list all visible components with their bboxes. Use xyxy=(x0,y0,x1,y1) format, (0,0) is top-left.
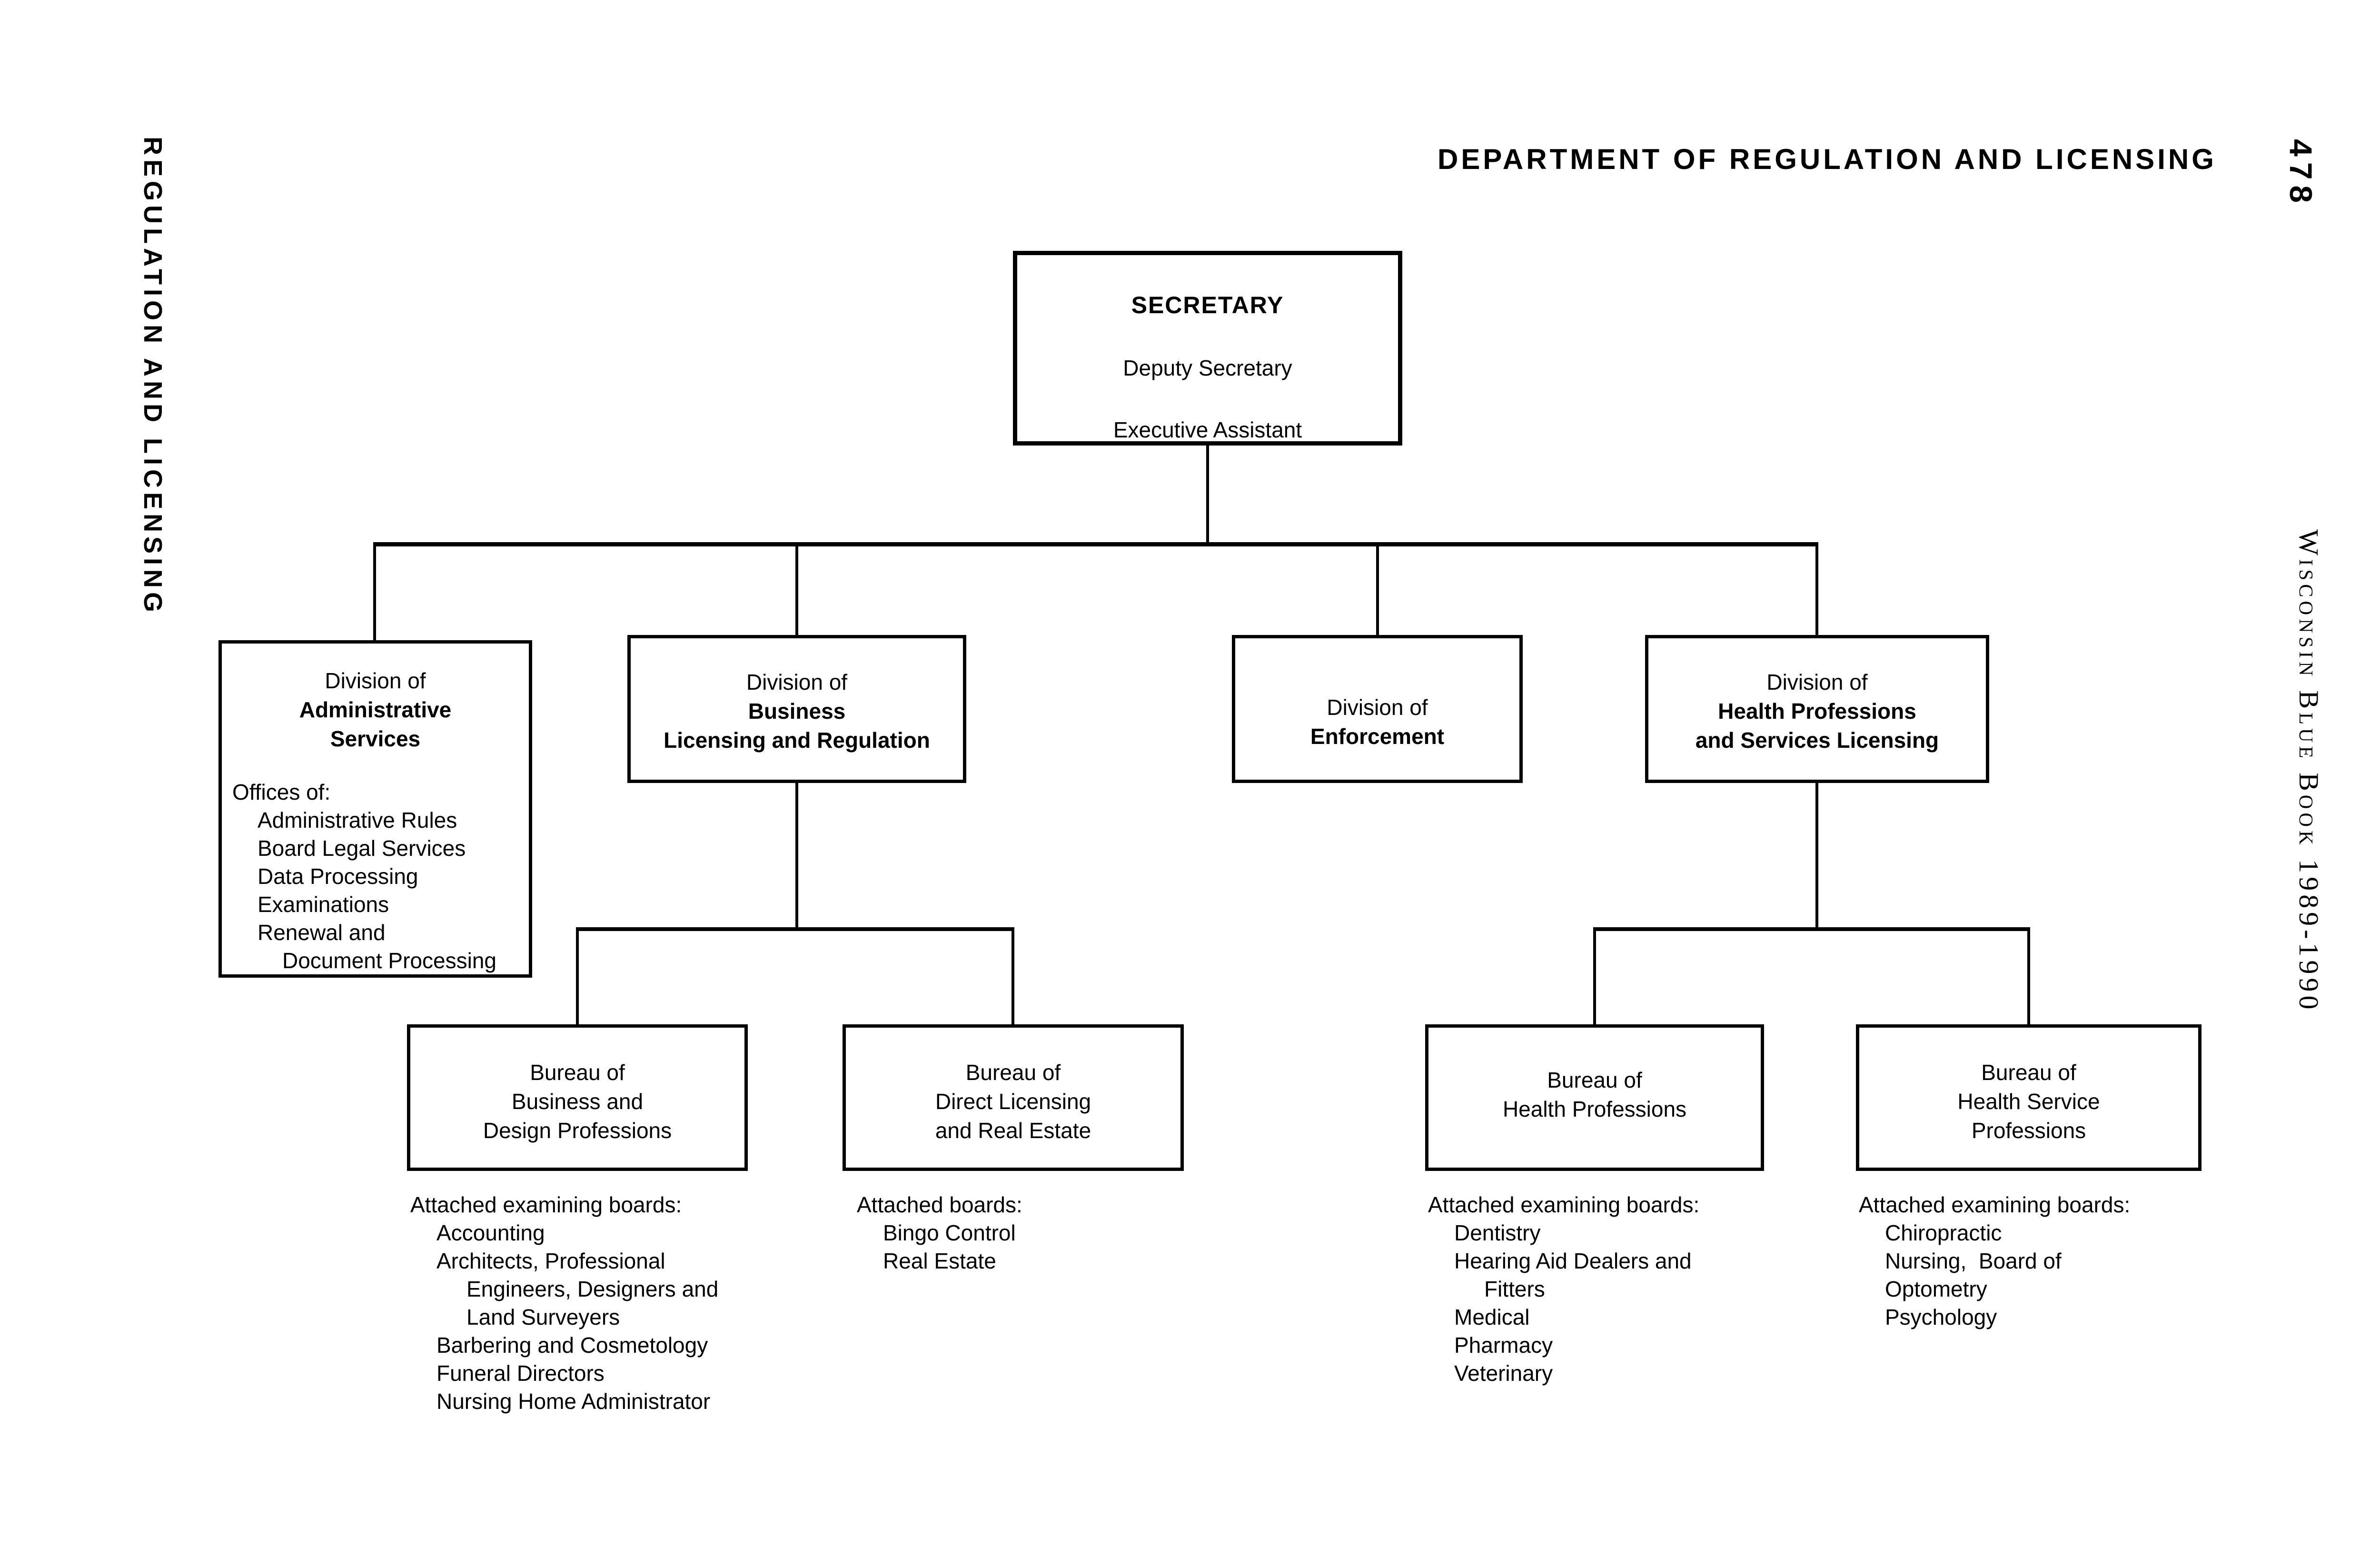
office-item: Board Legal Services xyxy=(258,836,466,861)
attached-board-item: Barbering and Cosmetology xyxy=(436,1333,708,1358)
attached-board-item: Land Surveyers xyxy=(466,1305,620,1329)
bureau-name-line: Professions xyxy=(1971,1118,2086,1143)
secretary-box: SECRETARY Deputy Secretary Executive Ass… xyxy=(1013,251,1402,446)
connector-top-horizontal xyxy=(373,542,1818,546)
attached-board-item: Psychology xyxy=(1885,1305,1997,1329)
connector-drop-enforcement xyxy=(1376,542,1379,635)
bureau-box-direct-licensing: Bureau of Direct Licensing and Real Esta… xyxy=(843,1024,1184,1171)
attached-list-business-design: Attached examining boards: Accounting Ar… xyxy=(410,1191,718,1416)
connector-business-stem xyxy=(795,783,798,931)
division-name-line: Licensing and Regulation xyxy=(664,728,930,753)
bureau-name-line: Bureau of xyxy=(1547,1068,1642,1092)
deputy-secretary-label: Deputy Secretary xyxy=(1123,356,1292,380)
bureau-name-line: Bureau of xyxy=(1981,1060,2076,1085)
bureau-box-health-service: Bureau of Health Service Professions xyxy=(1856,1024,2202,1171)
attached-board-item: Funeral Directors xyxy=(436,1361,605,1386)
bureau-box-business-design: Bureau of Business and Design Profession… xyxy=(407,1024,748,1171)
page-number: 478 xyxy=(2283,139,2319,209)
left-margin-label: REGULATION AND LICENSING xyxy=(139,137,167,616)
connector-health-stem xyxy=(1815,783,1818,931)
connector-drop-bureau-health-professions xyxy=(1593,927,1596,1024)
division-box-administrative-services: Division of Administrative Services Offi… xyxy=(218,640,532,978)
office-item: Renewal and xyxy=(258,920,386,945)
connector-drop-administrative xyxy=(373,542,376,640)
attached-board-item: Pharmacy xyxy=(1454,1333,1553,1358)
connector-business-horizontal xyxy=(576,927,1014,931)
executive-assistant-label: Executive Assistant xyxy=(1113,417,1302,442)
attached-list-label: Attached boards: xyxy=(857,1192,1022,1217)
attached-list-label: Attached examining boards: xyxy=(410,1192,682,1217)
division-prefix: Division of xyxy=(1327,695,1428,720)
office-item: Document Processing xyxy=(282,948,496,973)
right-margin-label: Wisconsin Blue Book 1989-1990 xyxy=(2293,529,2324,1013)
attached-board-item: Dentistry xyxy=(1454,1220,1541,1245)
attached-board-item: Engineers, Designers and xyxy=(466,1277,719,1301)
connector-health-horizontal xyxy=(1593,927,2030,931)
division-name-line: Health Professions xyxy=(1718,699,1916,723)
attached-list-health-professions: Attached examining boards: Dentistry Hea… xyxy=(1428,1191,1699,1387)
office-item: Data Processing xyxy=(258,864,418,889)
bureau-name-line: Bureau of xyxy=(965,1060,1061,1085)
bureau-name-line: Bureau of xyxy=(530,1060,625,1085)
division-name-line: Enforcement xyxy=(1310,724,1445,749)
connector-secretary-stem xyxy=(1206,446,1209,546)
bureau-name-line: Health Professions xyxy=(1502,1097,1687,1121)
attached-board-item: Optometry xyxy=(1885,1277,1987,1301)
secretary-title: SECRETARY xyxy=(1131,292,1284,318)
division-name-line: Services xyxy=(330,726,421,751)
bureau-name-line: Design Professions xyxy=(483,1118,672,1143)
connector-drop-business xyxy=(795,542,798,635)
bureau-name-line: and Real Estate xyxy=(935,1118,1091,1143)
attached-board-item: Fitters xyxy=(1484,1277,1545,1301)
offices-label: Offices of: xyxy=(232,780,331,804)
attached-board-item: Nursing Home Administrator xyxy=(436,1389,711,1414)
division-prefix: Division of xyxy=(746,670,848,694)
division-name-line: Administrative xyxy=(299,697,452,722)
attached-board-item: Chiropractic xyxy=(1885,1220,2002,1245)
bureau-name-line: Direct Licensing xyxy=(935,1089,1091,1114)
attached-board-item: Nursing, Board of xyxy=(1885,1249,2062,1273)
division-name-line: and Services Licensing xyxy=(1695,728,1939,753)
bureau-name-line: Health Service xyxy=(1957,1089,2100,1114)
attached-board-item: Real Estate xyxy=(883,1249,996,1273)
attached-board-item: Architects, Professional xyxy=(436,1249,665,1273)
attached-list-direct-licensing: Attached boards: Bingo Control Real Esta… xyxy=(857,1191,1022,1275)
division-name-line: Business xyxy=(748,699,846,723)
connector-drop-health xyxy=(1815,542,1818,635)
division-box-health-professions: Division of Health Professions and Servi… xyxy=(1645,635,1989,783)
division-box-enforcement: Division of Enforcement xyxy=(1232,635,1523,783)
attached-list-health-service: Attached examining boards: Chiropractic … xyxy=(1859,1191,2130,1331)
connector-drop-bureau-health-service xyxy=(2027,927,2030,1024)
connector-drop-bureau-business-design xyxy=(576,927,579,1024)
page-title: DEPARTMENT OF REGULATION AND LICENSING xyxy=(1438,143,2217,175)
attached-list-label: Attached examining boards: xyxy=(1859,1192,2131,1217)
attached-board-item: Accounting xyxy=(436,1220,545,1245)
attached-board-item: Bingo Control xyxy=(883,1220,1016,1245)
office-item: Administrative Rules xyxy=(258,808,457,832)
connector-drop-bureau-direct-licensing xyxy=(1012,927,1014,1024)
offices-list: Offices of: Administrative Rules Board L… xyxy=(222,778,529,975)
office-item: Examinations xyxy=(258,892,389,917)
bureau-box-health-professions: Bureau of Health Professions xyxy=(1425,1024,1764,1171)
attached-board-item: Veterinary xyxy=(1454,1361,1553,1386)
division-box-business-licensing: Division of Business Licensing and Regul… xyxy=(627,635,966,783)
attached-board-item: Hearing Aid Dealers and xyxy=(1454,1249,1692,1273)
division-prefix: Division of xyxy=(1766,670,1868,694)
attached-board-item: Medical xyxy=(1454,1305,1530,1329)
attached-list-label: Attached examining boards: xyxy=(1428,1192,1700,1217)
bureau-name-line: Business and xyxy=(511,1089,644,1114)
division-prefix: Division of xyxy=(325,668,426,693)
